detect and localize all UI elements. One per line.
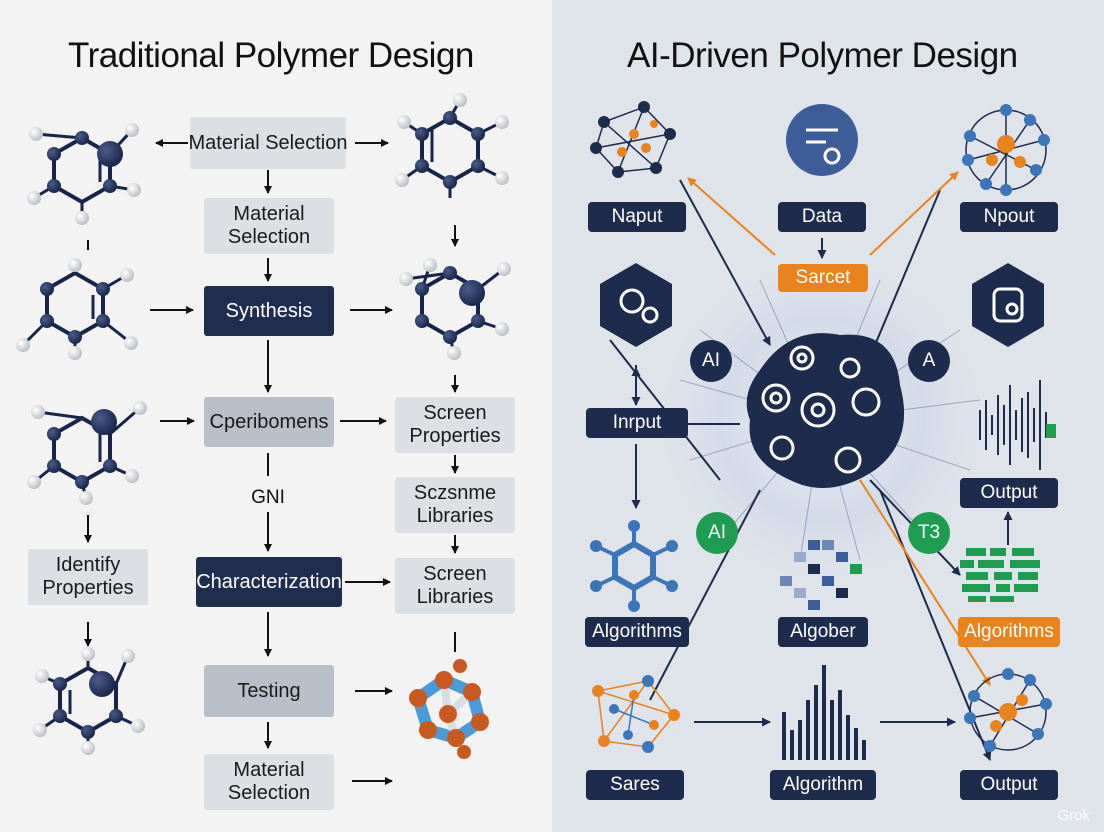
molecule-network-icon — [590, 520, 678, 612]
benzene-molecule-5 — [27, 401, 147, 505]
circuit-hexagon-icon — [972, 263, 1044, 347]
testing-box: Testing — [204, 665, 334, 717]
benzene-molecule-6 — [33, 647, 145, 755]
t3-green-badge: T3 — [908, 512, 950, 554]
histogram-icon — [782, 665, 866, 760]
data-icon-circle — [786, 104, 858, 176]
output-label-mid: Output — [960, 478, 1058, 508]
sarcet-label: Sarcet — [778, 264, 868, 292]
polymer-3d-model — [409, 659, 489, 759]
synthesis-box: Synthesis — [204, 286, 334, 336]
output-label-bottom: Output — [960, 770, 1058, 800]
benzene-molecule-3 — [16, 258, 138, 360]
npout-label: Npout — [960, 202, 1058, 232]
traditional-flow-arrows — [84, 139, 459, 785]
ai-orange-arrows — [687, 171, 991, 686]
traditional-title: Traditional Polymer Design — [68, 36, 474, 75]
screen-properties-box: Screen Properties — [395, 397, 515, 453]
benzene-molecule-1 — [27, 123, 141, 250]
material-selection-bottom-box: Material Selection — [204, 754, 334, 810]
gni-label: GNI — [251, 486, 285, 508]
algorithms-label-right: Algorithms — [958, 617, 1060, 647]
ai-green-badge: AI — [696, 512, 738, 554]
benzene-molecule-4 — [399, 258, 511, 360]
watermark: Grok — [1057, 807, 1090, 824]
gear-hexagon-icon — [600, 263, 672, 347]
pixel-grid-icon — [780, 540, 862, 610]
cperibomens-box: Cperibomens — [204, 397, 334, 447]
inrput-label: Inrput — [586, 408, 688, 438]
central-gear-cluster — [746, 333, 905, 488]
data-label: Data — [778, 202, 866, 232]
algorithm-label: Algorithm — [770, 770, 876, 800]
identify-properties-box: Identify Properties — [28, 549, 148, 605]
benzene-molecule-2 — [395, 93, 509, 198]
material-selection-top-box: Material Selection — [189, 117, 347, 169]
network-cluster-top-left — [590, 101, 676, 178]
characterization-box: Characterization — [196, 557, 342, 607]
network-cluster-bottom-right — [964, 668, 1052, 752]
waveform-icon — [979, 380, 1056, 470]
ai-badge-left: AI — [690, 340, 732, 382]
algorithms-label-left: Algorithms — [585, 617, 689, 647]
sczsnme-libraries-box: Sczsnme Libraries — [395, 477, 515, 533]
naput-label: Naput — [588, 202, 686, 232]
green-matrix-icon — [960, 548, 1040, 602]
a-badge-right: A — [908, 340, 950, 382]
screen-libraries-box: Screen Libraries — [395, 558, 515, 614]
network-cluster-bottom-left — [592, 675, 680, 753]
algober-label: Algober — [778, 617, 868, 647]
network-cluster-top-right — [962, 104, 1050, 196]
ai-title: AI-Driven Polymer Design — [627, 36, 1018, 75]
sares-label: Sares — [586, 770, 684, 800]
material-selection-box-2: Material Selection — [204, 198, 334, 254]
